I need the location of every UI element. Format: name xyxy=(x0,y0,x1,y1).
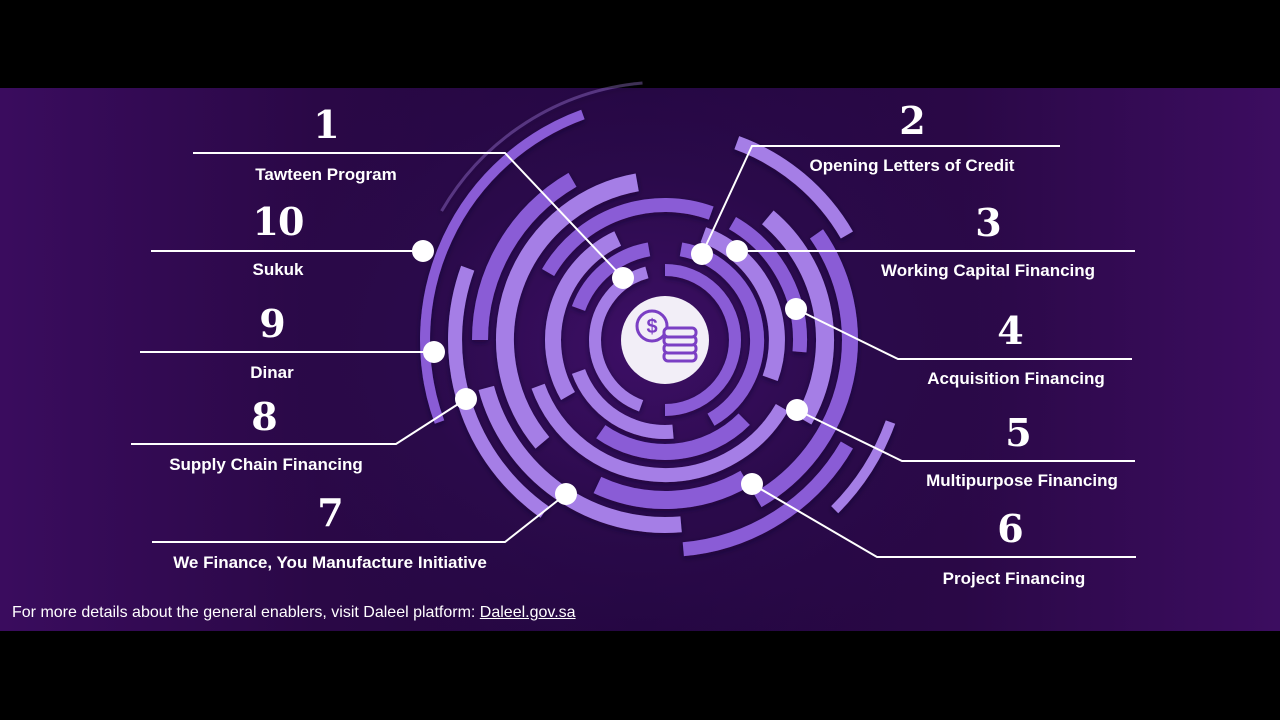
item-8-label: Supply Chain Financing xyxy=(169,455,363,474)
footer-note: For more details about the general enabl… xyxy=(12,603,576,623)
item-1-label: Tawteen Program xyxy=(255,165,397,184)
ring-arc xyxy=(593,470,750,509)
ring-arc xyxy=(682,441,853,557)
ring-arc xyxy=(545,231,622,400)
leader-line xyxy=(193,152,624,279)
ring-arc xyxy=(753,229,858,508)
coin-stack-dollar-icon: $ xyxy=(621,296,709,384)
item-3-label: Working Capital Financing xyxy=(880,261,1096,280)
connector-dot xyxy=(412,240,434,262)
item-5-number: 5 xyxy=(1005,410,1031,455)
ring-arc xyxy=(531,383,788,483)
item-4-label: Acquisition Financing xyxy=(927,369,1105,388)
ring-arc xyxy=(496,173,639,449)
item-10-number: 10 xyxy=(252,199,305,244)
item-3-number: 3 xyxy=(975,200,1001,245)
leader-line xyxy=(795,308,1132,360)
footer-text: For more details about the general enabl… xyxy=(12,604,476,621)
item-9-number: 9 xyxy=(259,301,285,346)
item-7-label: We Finance, You Manufacture Initiative xyxy=(173,553,487,572)
connector-dot xyxy=(455,388,477,410)
leader-lines xyxy=(131,145,1136,558)
item-9-label: Dinar xyxy=(250,363,294,382)
ring-arc xyxy=(679,242,764,426)
leader-line xyxy=(152,493,567,543)
ring-arc xyxy=(761,210,835,425)
item-4-number: 4 xyxy=(997,308,1023,353)
item-7-number: 7 xyxy=(317,490,343,535)
ring-arc-outline xyxy=(440,81,643,212)
item-2-number: 2 xyxy=(899,98,925,143)
connector-dot xyxy=(741,473,763,495)
ring-arc xyxy=(571,242,651,312)
connector-dot xyxy=(423,341,445,363)
ring-arc xyxy=(420,109,585,424)
ring-arc xyxy=(831,420,896,514)
item-6-label: Project Financing xyxy=(942,569,1086,588)
daleel-link[interactable]: Daleel.gov.sa xyxy=(479,604,576,621)
connector-dot xyxy=(786,399,808,421)
leader-line xyxy=(796,409,1135,462)
item-1-number: 1 xyxy=(313,102,339,147)
ring-arc xyxy=(542,197,714,277)
ring-arc xyxy=(728,217,807,353)
connector-dot xyxy=(555,483,577,505)
leader-line xyxy=(751,483,1136,558)
ring-arc xyxy=(472,172,577,341)
ring-arc xyxy=(596,413,750,460)
connector-dots xyxy=(412,240,808,505)
item-5-label: Multipurpose Financing xyxy=(926,471,1118,490)
connector-dot xyxy=(726,240,748,262)
svg-text:$: $ xyxy=(646,316,657,338)
ring-arc xyxy=(700,227,785,382)
leader-line xyxy=(701,145,1060,255)
item-2-label: Opening Letters of Credit xyxy=(809,156,1015,175)
ring-arc xyxy=(734,136,853,239)
connector-dot xyxy=(785,298,807,320)
connector-dot xyxy=(612,267,634,289)
connector-dot xyxy=(691,243,713,265)
item-8-number: 8 xyxy=(251,394,277,439)
ring-arc xyxy=(664,264,741,416)
item-10-label: Sukuk xyxy=(252,260,304,279)
concentric-ring-arcs xyxy=(420,81,896,557)
item-6-number: 6 xyxy=(997,506,1023,551)
ring-arc xyxy=(571,368,674,439)
leader-line xyxy=(131,398,467,445)
